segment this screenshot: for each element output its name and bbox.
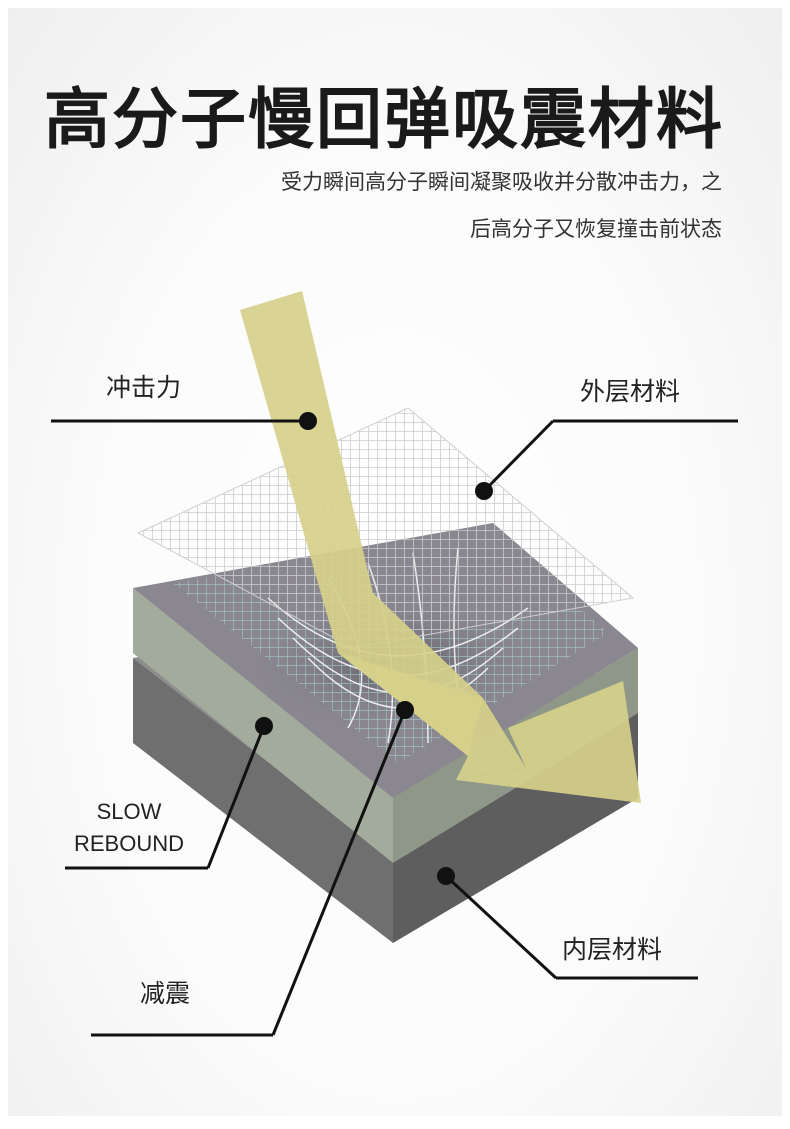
callout-inner-layer [437,867,698,980]
label-outer-layer: 外层材料 [580,377,681,406]
description-line-2: 后高分子又恢复撞击前状态 [470,217,722,241]
callout-outer-layer [475,419,738,500]
label-slow: SLOW [96,799,162,824]
callout-slow-rebound [65,717,273,870]
illustration-panel: 高分子慢回弹吸震材料 受力瞬间高分子瞬间凝聚吸收并分散冲击力，之 后高分子又恢复… [8,8,782,1116]
label-rebound: REBOUND [73,831,184,856]
callout-impact [51,412,317,430]
label-shock-absorption: 减震 [140,979,191,1008]
label-slow-rebound: SLOW REBOUND [70,796,188,860]
page-title: 高分子慢回弹吸震材料 [44,81,724,158]
label-impact: 冲击力 [106,373,182,402]
impact-arrow [240,291,641,803]
callout-shock-absorption [91,701,414,1037]
description-line-1: 受力瞬间高分子瞬间凝聚吸收并分散冲击力，之 [281,170,722,194]
material-layers-diagram [51,291,738,1037]
label-inner-layer: 内层材料 [562,935,663,964]
